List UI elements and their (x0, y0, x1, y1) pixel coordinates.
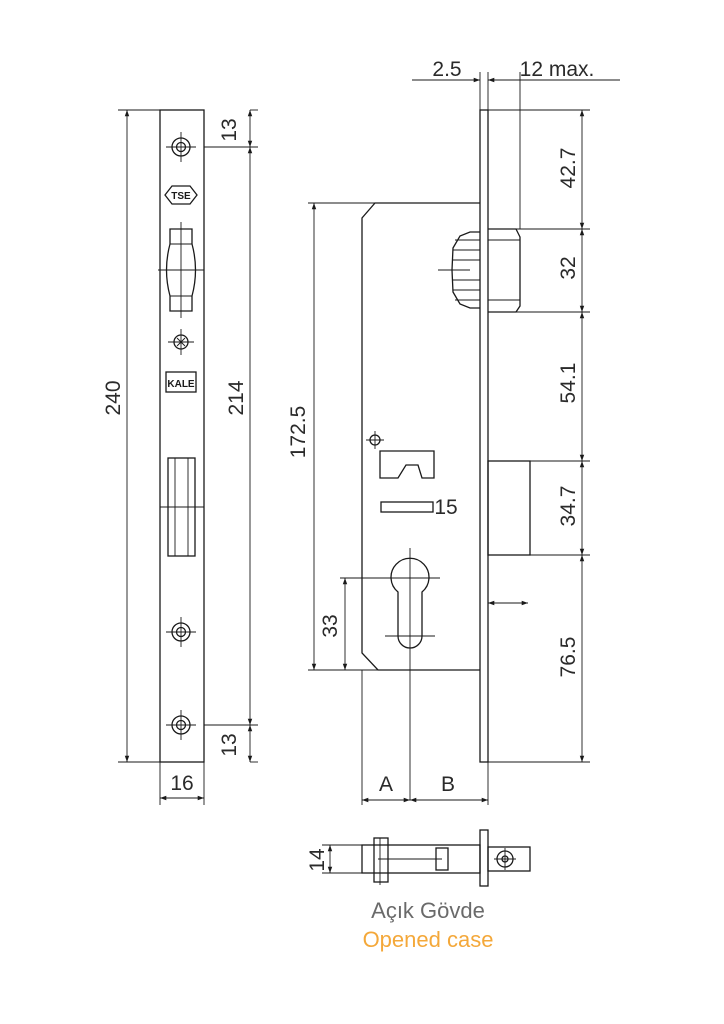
dim-172-5-label: 172.5 (287, 406, 310, 459)
dim-32-label: 32 (557, 256, 580, 279)
dim-214-label: 214 (225, 380, 248, 415)
bolt-slot (160, 457, 204, 557)
dim-76-5-label: 76.5 (557, 637, 580, 678)
dim-14-label: 14 (306, 848, 329, 872)
dim-240-label: 240 (102, 380, 125, 415)
dead-bolt (487, 460, 531, 603)
bottom-view: 14 (306, 829, 531, 887)
center-screw (168, 329, 194, 355)
side-view: 15 172.5 33 A B (287, 58, 620, 805)
dim-2-5-label: 2.5 (432, 58, 461, 81)
dim-33-label: 33 (319, 614, 342, 637)
faceplate-outline (159, 109, 205, 763)
lower-screw-hole (166, 617, 196, 647)
spindle-mark (366, 431, 384, 449)
dim-15-label: 15 (434, 496, 457, 519)
dim-13-bottom-label: 13 (218, 733, 241, 756)
follower-notch (379, 450, 435, 479)
dim-screw-pitch: 214 13 13 (204, 109, 258, 763)
lock-body-outline (361, 202, 480, 671)
dim-54-1-label: 54.1 (557, 363, 580, 404)
top-screw-hole (166, 132, 196, 162)
dim-16-label: 16 (170, 772, 193, 795)
dim-a-label: A (379, 773, 393, 796)
dim-34-7-label: 34.7 (557, 486, 580, 527)
side-faceplate (479, 109, 489, 763)
dim-body-height: 172.5 (287, 202, 378, 671)
dim-right-stack: 42.7 32 54.1 34.7 76.5 (488, 109, 590, 763)
dim-total-height: 240 (102, 109, 160, 763)
latch-slot (158, 222, 204, 318)
kale-logo-text: KALE (167, 379, 195, 390)
dim-13-top-label: 13 (218, 118, 241, 141)
bottom-screw-hole (166, 710, 196, 740)
dim-12max-label: 12 max. (520, 58, 595, 81)
tse-logo: TSE (164, 185, 198, 205)
kale-logo: KALE (165, 371, 197, 393)
dim-b-label: B (441, 773, 455, 796)
tse-logo-text: TSE (171, 191, 191, 202)
front-view: TSE KALE (102, 109, 258, 805)
dim-42-7-label: 42.7 (557, 148, 580, 189)
latch-bolt (438, 228, 521, 313)
dim-cylinder: 33 (319, 578, 348, 670)
dim-width: 16 (159, 762, 205, 805)
dim-top: 2.5 12 max. (412, 58, 620, 229)
slot-15: 15 (380, 496, 458, 519)
caption-turkish: Açık Gövde (371, 898, 485, 923)
cylinder-keyhole (340, 548, 440, 800)
dim-backset: A B (362, 773, 488, 803)
caption-english: Opened case (363, 927, 494, 952)
